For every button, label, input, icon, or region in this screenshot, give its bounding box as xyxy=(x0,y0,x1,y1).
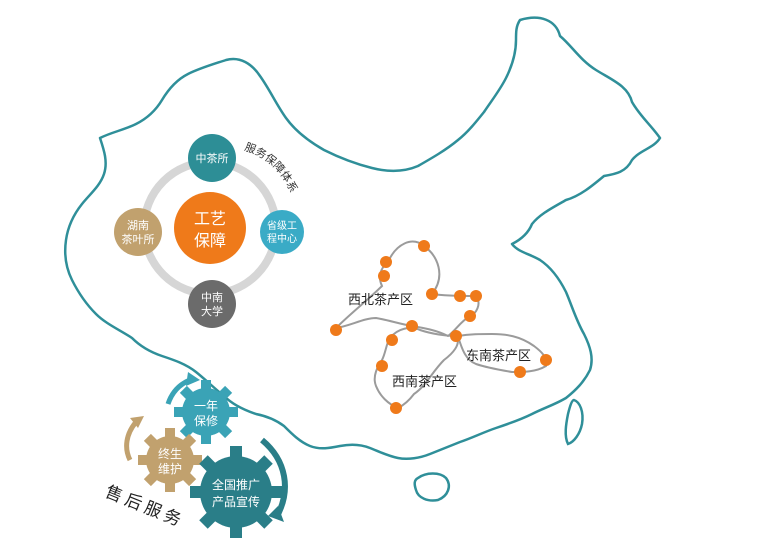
arrow-right xyxy=(260,437,288,520)
gear-maintenance-line1: 终生 xyxy=(158,446,182,461)
tea-region-points xyxy=(330,240,552,414)
university-label-line2: 大学 xyxy=(201,304,223,318)
gear-warranty: 一年 保修 xyxy=(174,380,238,444)
province-center-label-line1: 省级工 xyxy=(267,219,297,232)
gear-warranty-line1: 一年 xyxy=(194,399,218,413)
region-label-southwest: 西南茶产区 xyxy=(392,374,457,390)
hainan-island-outline xyxy=(413,472,450,502)
region-dot xyxy=(464,310,476,322)
china-map-outline xyxy=(64,16,662,461)
ctri-node-label: 中茶所 xyxy=(196,152,229,165)
region-dot xyxy=(406,320,418,332)
region-dot xyxy=(390,402,402,414)
gear-maintenance: 终生 维护 xyxy=(138,428,202,492)
gear-promotion-line2: 产品宣传 xyxy=(212,494,260,509)
region-dot xyxy=(378,270,390,282)
province-center-label-line2: 程中心 xyxy=(267,232,297,245)
region-dot xyxy=(540,354,552,366)
region-dot xyxy=(380,256,392,268)
region-dot xyxy=(514,366,526,378)
hunan-tea-institute-node xyxy=(114,208,162,256)
region-dot xyxy=(450,330,462,342)
university-node xyxy=(188,280,236,328)
region-dot xyxy=(454,290,466,302)
arrow-left xyxy=(124,420,138,462)
region-label-northwest: 西北茶产区 xyxy=(348,292,413,308)
center-label-line2: 保障 xyxy=(194,231,226,250)
arrow-right-head xyxy=(268,506,284,522)
ctri-node xyxy=(188,134,236,182)
gear-promotion-line1: 全国推广 xyxy=(212,477,260,492)
province-center-node xyxy=(260,210,304,254)
gear-warranty-line2: 保修 xyxy=(194,413,218,428)
region-dot xyxy=(376,360,388,372)
region-dot xyxy=(330,324,342,336)
region-dot xyxy=(418,240,430,252)
center-circle xyxy=(174,192,246,264)
arrow-left-head xyxy=(130,416,144,428)
university-label-line1: 中南 xyxy=(201,291,223,304)
taiwan-island-outline xyxy=(564,398,584,446)
center-label-line1: 工艺 xyxy=(194,209,226,228)
hunan-label-line1: 湖南 xyxy=(127,219,149,232)
region-label-southeast: 东南茶产区 xyxy=(466,348,531,364)
gear-promotion: 全国推广 产品宣传 xyxy=(190,446,282,538)
gear-maintenance-line2: 维护 xyxy=(158,462,182,476)
arrow-top-head xyxy=(186,372,200,386)
after-sales-diagram: 一年 保修 终生 维护 xyxy=(102,372,288,538)
region-dot xyxy=(426,288,438,300)
region-dot xyxy=(386,334,398,346)
region-dot xyxy=(470,290,482,302)
hunan-label-line2: 茶叶所 xyxy=(122,233,155,246)
